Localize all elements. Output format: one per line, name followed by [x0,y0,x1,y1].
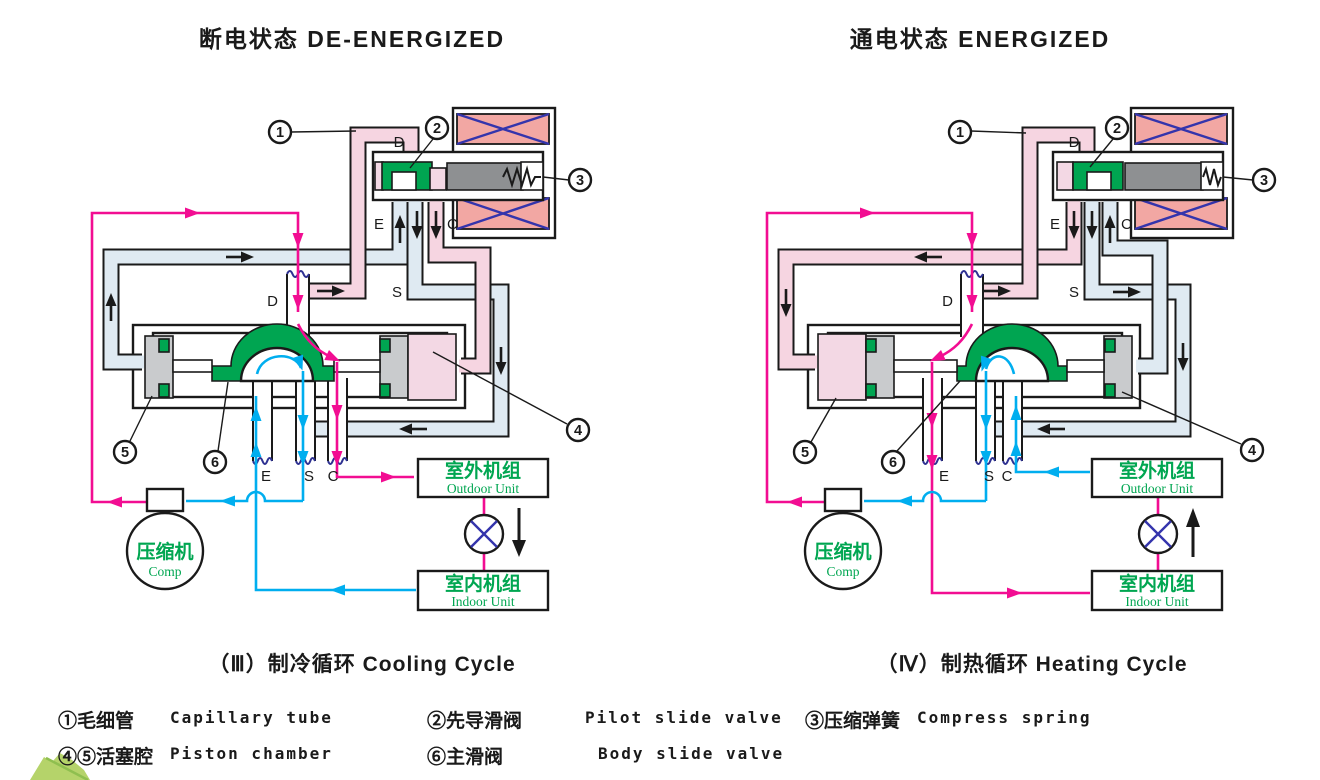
c-port-label: C [1002,468,1013,485]
leaf-decoration [30,753,90,780]
compress-spring [1202,165,1222,189]
callout-2: 2 [433,121,441,137]
main-d-label: D [267,293,278,310]
legend-item-en: Body slide valve [598,744,785,763]
pilot-c-label: C [1121,216,1132,233]
callout-1: 1 [276,125,284,141]
slide-rod-right [333,359,381,373]
svg-text:室外机组: 室外机组 [1119,459,1195,482]
expansion-valve [463,513,505,555]
legend-item-cn: ①毛细管 [58,711,135,732]
indoor-unit-box: 室内机组 Indoor Unit [1090,569,1224,612]
outdoor-unit-box: 室外机组 Outdoor Unit [1090,457,1224,499]
slide-rod-left [893,359,958,373]
pilot-e-label: E [1050,216,1060,233]
callout-5: 5 [121,445,129,461]
svg-text:室内机组: 室内机组 [445,572,521,595]
s-port-label: S [984,468,994,485]
flow-cold [864,355,1090,507]
legend-item-cn: ②先导滑阀 [427,711,523,732]
left-diagram: 压缩机 Comp 室外机组 Outdoor Unit 室内机组 In [90,106,593,612]
pilot-d-label: D [394,134,405,151]
svg-text:Comp: Comp [826,564,859,579]
callout-3: 3 [1260,173,1268,189]
piston-left [144,335,174,399]
piston-left [865,335,895,399]
svg-text:Indoor Unit: Indoor Unit [1125,594,1189,609]
piston-chamber-left [817,333,867,401]
outdoor-unit-box: 室外机组 Outdoor Unit [416,457,550,499]
c-port-label: C [328,468,339,485]
svg-text:Outdoor Unit: Outdoor Unit [1121,481,1194,496]
indoor-unit-box: 室内机组 Indoor Unit [416,569,550,612]
callouts-right-diagram: 1 2 3 4 5 6 [792,115,1277,475]
pilot-e-label: E [374,216,384,233]
pilot-d-label: D [1069,134,1080,151]
piston-right [1103,335,1133,399]
callout-1: 1 [956,125,964,141]
callout-6: 6 [211,455,219,471]
svg-text:Comp: Comp [148,564,181,579]
piston-right [379,335,409,399]
pilot-valve-body [1051,150,1225,202]
main-slide-dome-inner [239,346,315,383]
cycle-direction-arrow [512,508,526,557]
main-s-pipe-label: S [1069,284,1079,301]
right-diagram: 压缩机 Comp 室外机组 Outdoor Unit 室内机组 Indoor U… [765,106,1277,612]
caption-cooling-cycle: （Ⅲ）制冷循环 Cooling Cycle [208,653,516,676]
plunger [1124,162,1204,191]
legend-item-en: Piston chamber [170,744,333,763]
legend-item-en: Capillary tube [170,708,333,727]
e-port-label: E [261,468,271,485]
legend-item-cn: ⑥主滑阀 [427,747,504,768]
svg-text:压缩机: 压缩机 [136,540,193,563]
callout-2: 2 [1113,121,1121,137]
legend-item-cn: ④⑤活塞腔 [58,747,154,768]
svg-text:Indoor Unit: Indoor Unit [451,594,515,609]
callout-6: 6 [889,455,897,471]
svg-text:室内机组: 室内机组 [1119,572,1195,595]
legend-item-en: Pilot slide valve [585,708,783,727]
s-port-label: S [304,468,314,485]
svg-text:室外机组: 室外机组 [445,459,521,482]
capillary-tube [980,126,1096,300]
main-s-pipe-label: S [392,284,402,301]
expansion-valve [1137,513,1179,555]
title-energized: 通电状态 ENERGIZED [849,26,1111,52]
pilot-s-return-pipe [993,200,1192,438]
callout-5: 5 [801,445,809,461]
legend-item-cn: ③压缩弹簧 [805,711,901,732]
compressor: 压缩机 Comp [125,487,205,591]
legend-item-en: Compress spring [917,708,1092,727]
slide-rod-right [1066,359,1105,373]
compress-spring [502,165,541,189]
callout-4: 4 [1248,443,1256,459]
callout-4: 4 [574,423,582,439]
flow-cold [186,354,416,596]
svg-text:压缩机: 压缩机 [814,540,871,563]
compressor: 压缩机 Comp [803,487,883,591]
callouts-left-diagram: 1 2 3 4 5 6 [112,115,593,475]
caption-heating-cycle: （Ⅳ）制热循环 Heating Cycle [876,653,1188,676]
title-deenergized: 断电状态 DE-ENERGIZED [198,26,506,52]
svg-text:Outdoor Unit: Outdoor Unit [447,481,520,496]
e-port-label: E [939,468,949,485]
piston-chamber-right [407,333,457,401]
main-d-label: D [942,293,953,310]
callout-3: 3 [576,173,584,189]
pilot-c-label: C [447,216,458,233]
pilot-s-return-pipe [309,200,510,438]
slide-rod-left [172,359,213,373]
cycle-direction-arrow [1186,508,1200,557]
pilot-valve-body [371,150,545,202]
flow-hot [90,207,486,570]
